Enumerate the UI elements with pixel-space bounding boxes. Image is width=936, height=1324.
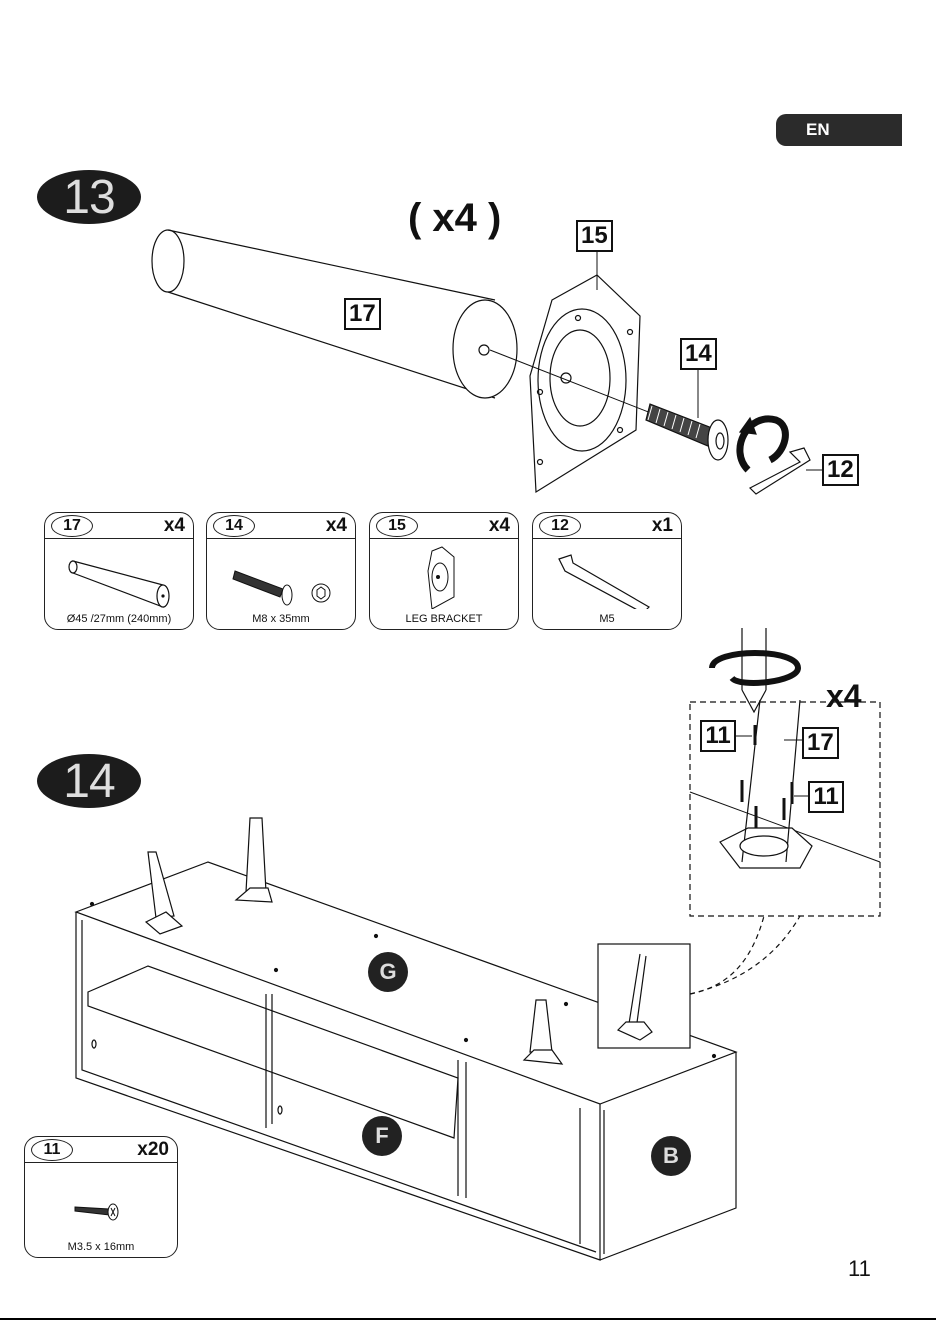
step-14-detail-quantity: x4 [826, 678, 862, 715]
card-header: 15 x4 [370, 513, 518, 539]
page-number: 11 [848, 1256, 871, 1282]
part-number: 17 [51, 515, 93, 537]
bolt-drawing [646, 404, 728, 460]
panel-label-side: B [651, 1136, 691, 1176]
allen-key-icon [533, 539, 682, 609]
part-quantity: x4 [489, 515, 510, 537]
card-header: 11 x20 [25, 1137, 177, 1163]
screw-icon [25, 1163, 178, 1233]
callout-leg: 17 [344, 298, 381, 330]
part-quantity: x20 [137, 1139, 169, 1161]
part-caption: M3.5 x 16mm [25, 1241, 177, 1253]
bracket-icon [370, 539, 519, 609]
callout-screw-side: 11 [808, 781, 844, 813]
panel-label-shelf: F [362, 1116, 402, 1156]
part-quantity: x1 [652, 515, 673, 537]
rotation-arrow-icon [712, 653, 798, 683]
part-quantity: x4 [164, 515, 185, 537]
step-13-illustration [0, 0, 936, 520]
bolt-icon [207, 539, 356, 609]
part-card-bolt: 14 x4 M8 x 35mm [206, 512, 356, 630]
callout-bolt: 14 [680, 338, 717, 370]
part-number: 14 [213, 515, 255, 537]
part-card-leg: 17 x4 Ø45 /27mm (240mm) [44, 512, 194, 630]
callout-bracket: 15 [576, 220, 613, 252]
part-number: 15 [376, 515, 418, 537]
card-header: 14 x4 [207, 513, 355, 539]
leg-icon [45, 539, 194, 609]
bracket-drawing [530, 275, 640, 492]
part-number: 11 [31, 1139, 73, 1161]
leg-2-drawing [246, 818, 266, 892]
card-header: 12 x1 [533, 513, 681, 539]
card-header: 17 x4 [45, 513, 193, 539]
part-card-screw: 11 x20 M3.5 x 16mm [24, 1136, 178, 1258]
panel-label-top: G [368, 952, 408, 992]
screwdriver-drawing [742, 628, 766, 712]
part-card-bracket: 15 x4 LEG BRACKET [369, 512, 519, 630]
part-quantity: x4 [326, 515, 347, 537]
callout-allen-key: 12 [822, 454, 859, 486]
callout-screw-top: 11 [700, 720, 736, 752]
part-number: 12 [539, 515, 581, 537]
leg-drawing [168, 230, 495, 398]
callout-leg-detail: 17 [802, 727, 839, 759]
part-card-allen-key: 12 x1 M5 [532, 512, 682, 630]
bottom-rule [0, 1318, 936, 1320]
